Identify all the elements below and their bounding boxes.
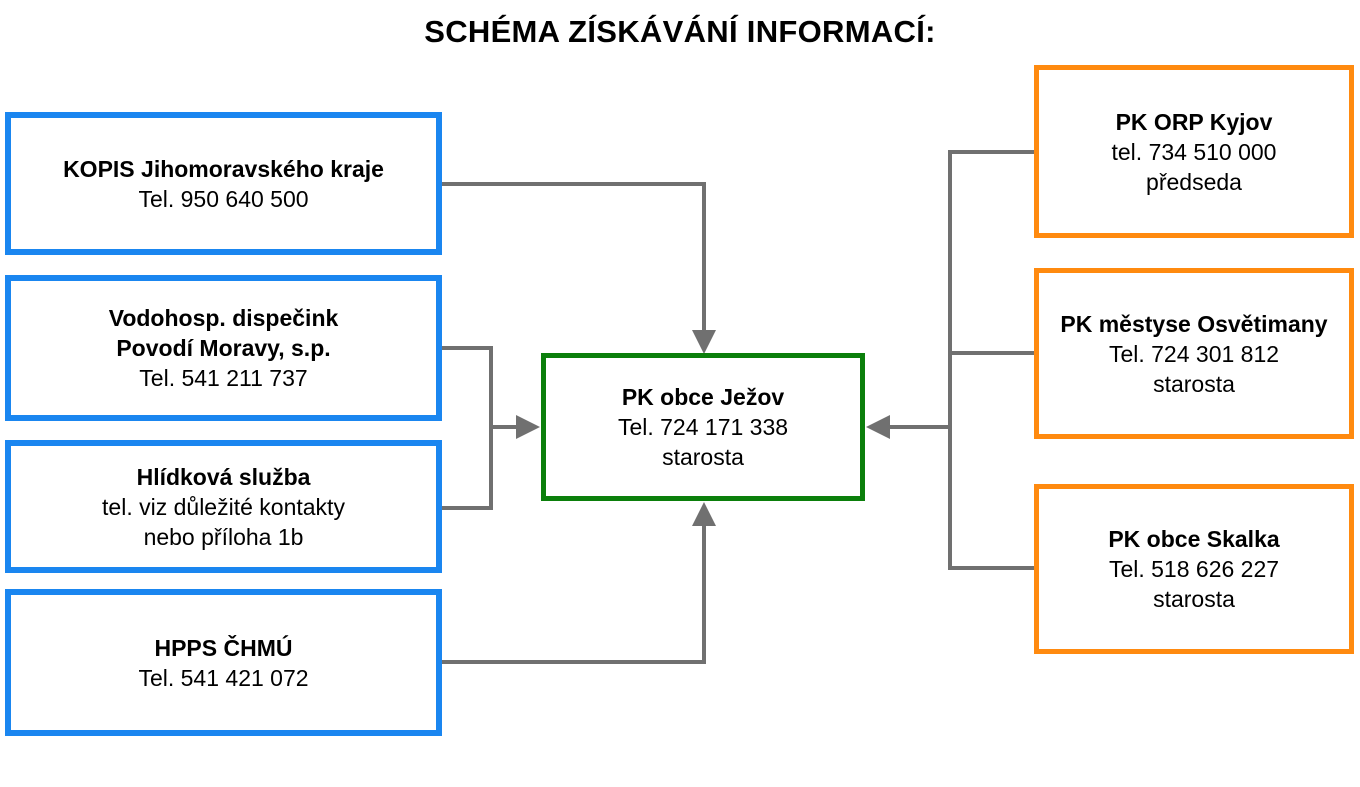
- box-kopis-phone: Tel. 950 640 500: [138, 185, 309, 212]
- box-hlidkova: Hlídková služba tel. viz důležité kontak…: [5, 440, 442, 573]
- box-osvetimany-name: PK městyse Osvětimany: [1060, 310, 1328, 337]
- box-orp-kyjov-phone: tel. 734 510 000: [1111, 138, 1277, 165]
- box-skalka-name: PK obce Skalka: [1108, 526, 1280, 552]
- box-vodohosp-name: Vodohosp. dispečink: [108, 305, 339, 331]
- box-vodohosp-phone: Tel. 541 211 737: [139, 365, 308, 391]
- diagram-title: SCHÉMA ZÍSKÁVÁNÍ INFORMACÍ:: [424, 14, 936, 49]
- box-hlidkova-line1: tel. viz důležité kontakty: [102, 493, 345, 520]
- box-kopis: KOPIS Jihomoravského kraje Tel. 950 640 …: [5, 112, 442, 255]
- box-skalka-phone: Tel. 518 626 227: [1108, 556, 1280, 582]
- box-hpps-name: HPPS ČHMÚ: [154, 634, 293, 661]
- box-center-role: starosta: [662, 444, 744, 470]
- connector-hpps: [442, 502, 716, 664]
- box-center-phone: Tel. 724 171 338: [617, 414, 789, 440]
- box-osvetimany-role: starosta: [1153, 370, 1235, 397]
- box-skalka: PK obce Skalka Tel. 518 626 227 starosta: [1034, 484, 1354, 654]
- box-hlidkova-line2: nebo příloha 1b: [143, 523, 304, 550]
- box-kopis-name: KOPIS Jihomoravského kraje: [63, 155, 384, 182]
- box-hpps-phone: Tel. 541 421 072: [138, 664, 309, 691]
- box-orp-kyjov-name: PK ORP Kyjov: [1115, 108, 1273, 135]
- box-center-name: PK obce Ježov: [621, 384, 785, 410]
- connector-kopis: [442, 182, 716, 354]
- box-vodohosp-name2: Povodí Moravy, s.p.: [116, 335, 331, 361]
- box-osvetimany-phone: Tel. 724 301 812: [1108, 340, 1280, 367]
- connector-right-bus: [948, 150, 1037, 570]
- box-osvetimany: PK městyse Osvětimany Tel. 724 301 812 s…: [1034, 268, 1354, 439]
- box-orp-kyjov-role: předseda: [1146, 168, 1242, 195]
- connector-vodohosp: [442, 346, 493, 510]
- box-hlidkova-name: Hlídková služba: [136, 463, 311, 490]
- box-orp-kyjov: PK ORP Kyjov tel. 734 510 000 předseda: [1034, 65, 1354, 238]
- box-vodohosp: Vodohosp. dispečink Povodí Moravy, s.p. …: [5, 275, 442, 421]
- box-skalka-role: starosta: [1153, 586, 1235, 612]
- box-hpps: HPPS ČHMÚ Tel. 541 421 072: [5, 589, 442, 736]
- box-center-jezov: PK obce Ježov Tel. 724 171 338 starosta: [541, 353, 865, 501]
